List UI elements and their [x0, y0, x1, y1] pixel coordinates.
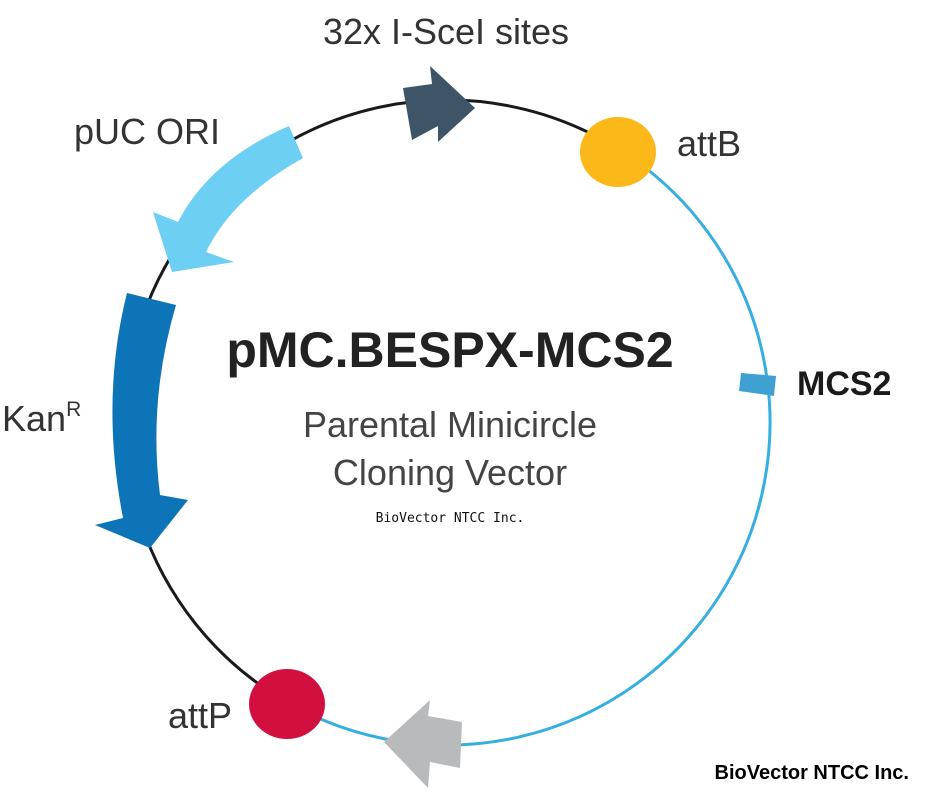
isce1-sites-label: 32x I-SceI sites	[323, 11, 569, 52]
isce1-sites-arrow	[403, 66, 475, 142]
attp-label: attP	[168, 695, 232, 736]
kanr-label-text: Kan	[2, 398, 66, 439]
kanr-arrow	[95, 293, 188, 548]
plasmid-subtitle-line1: Parental Minicircle	[303, 404, 597, 445]
center-watermark: BioVector NTCC Inc.	[376, 511, 525, 526]
mcs2-site-marker	[739, 373, 776, 396]
gray-direction-arrow	[384, 700, 462, 788]
mcs2-label: MCS2	[797, 365, 891, 403]
kanr-label-superscript: R	[66, 398, 81, 421]
puc-ori-label: pUC ORI	[74, 111, 220, 152]
attb-label: attB	[677, 123, 741, 164]
attb-site-marker	[580, 117, 656, 187]
parental-backbone-arc	[123, 98, 621, 697]
corner-watermark: BioVector NTCC Inc.	[715, 762, 909, 784]
puc-ori-arrow	[153, 126, 303, 272]
kanr-label: KanR	[2, 398, 81, 439]
minicircle-backbone-arc	[274, 148, 772, 747]
plasmid-name: pMC.BESPX-MCS2	[226, 322, 673, 378]
plasmid-subtitle-line2: Cloning Vector	[333, 452, 567, 493]
attp-site-marker	[249, 669, 325, 739]
